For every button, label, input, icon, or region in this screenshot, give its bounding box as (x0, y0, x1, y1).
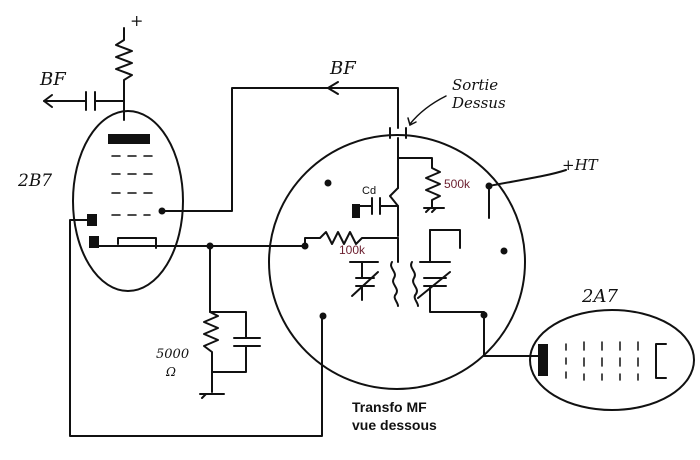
can-terminal-right-mid (500, 247, 508, 255)
ground-symbol (199, 371, 225, 399)
primary-trimmer (349, 261, 379, 301)
ht-lead (488, 169, 567, 219)
label-5000-unit: Ω (165, 365, 176, 379)
resistor-500k (397, 157, 441, 209)
tube-2a7-envelope (529, 309, 695, 411)
label-cd: Cd (362, 185, 376, 197)
resistor-500k-ground (423, 207, 445, 213)
bf-left-arrow (43, 94, 53, 108)
plate-resistor-top (115, 27, 133, 121)
can-terminal-bottom-left (319, 312, 327, 320)
label-bf-left: BF (39, 69, 67, 90)
tube-2b7-plate (108, 134, 150, 144)
tube-2a7-grids (565, 341, 639, 381)
tube-2a7-plate (655, 343, 667, 379)
cathode-bypass-capacitor (209, 311, 261, 373)
grid-lead (161, 87, 399, 212)
label-2a7: 2A7 (581, 286, 618, 307)
caption-line-1: Transfo MF (352, 399, 427, 415)
secondary-lead (429, 229, 461, 249)
label-dessus: Dessus (451, 94, 506, 112)
tube-2b7-cathode (117, 237, 157, 249)
tube-2b7-grids (111, 155, 153, 216)
tube-2b7-diode-upper (87, 214, 97, 226)
tube-2a7-cathode (538, 344, 548, 376)
bf-coupling-capacitor (43, 91, 125, 111)
secondary-coil (410, 261, 419, 307)
label-sortie: Sortie (452, 76, 498, 94)
mf-transformer-can (268, 134, 526, 390)
sortie-arrow (407, 95, 447, 127)
resistor-100k (304, 231, 399, 247)
label-500k: 500k (444, 177, 471, 191)
tube-2b7-envelope (72, 110, 184, 292)
label-plus-ht: +HT (562, 156, 599, 174)
cd-ground-block (352, 204, 360, 218)
label-5000: 5000 (156, 347, 189, 362)
diode-lead (69, 219, 323, 437)
can-terminal-top-left (324, 179, 332, 187)
label-bf-top: BF (329, 58, 357, 79)
secondary-trimmer (417, 229, 485, 313)
capacitor-cd (357, 187, 399, 215)
to-2a7-lead (483, 314, 539, 357)
caption-line-2: vue dessous (352, 417, 437, 433)
tube-2b7-diode-lower (89, 236, 99, 248)
primary-coil (390, 237, 399, 307)
bf-top-arrow (327, 81, 339, 95)
label-plus: + (130, 11, 143, 30)
label-100k: 100k (339, 243, 366, 257)
cathode-resistor (203, 245, 219, 373)
label-2b7: 2B7 (17, 171, 52, 191)
sortie-capacitor (389, 127, 407, 189)
